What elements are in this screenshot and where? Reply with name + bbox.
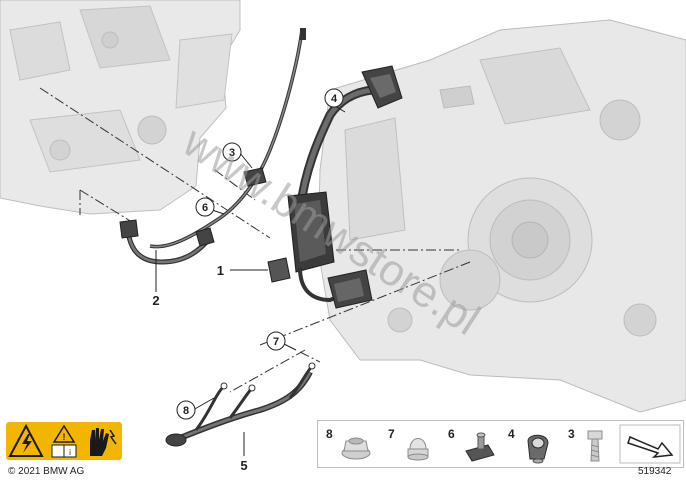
legend-item-4-number: 4 (508, 427, 515, 441)
cable-5-lower-harness (165, 362, 316, 447)
legend-item-7-number: 7 (388, 427, 395, 441)
legend-part-6-cable-clip (465, 432, 495, 462)
svg-text:i: i (69, 448, 71, 457)
callout-1-label: 1 (217, 263, 224, 278)
legend-item-3-number: 3 (568, 427, 575, 441)
cable-2-ground-lead (119, 219, 215, 265)
legend-part-drawings (341, 424, 681, 464)
read-manual-warning-icon: ! i (51, 424, 77, 458)
high-voltage-warning-icon (8, 423, 44, 457)
legend-part-3-bolt (587, 430, 603, 462)
callout-3-circle (222, 142, 242, 162)
callout-circles: 3 4 6 7 8 1 2 5 (152, 88, 344, 473)
callout-7-circle (266, 331, 286, 351)
callout-3-label: 3 (229, 147, 235, 159)
cable-4-main-harness (267, 65, 403, 309)
copyright-notice: © 2021 BMW AG (8, 466, 85, 477)
diagram-number: 519342 (638, 466, 672, 477)
svg-text:!: ! (63, 432, 66, 442)
callout-leaders (155, 105, 346, 456)
callout-7-label: 7 (273, 336, 279, 348)
arrow-icon (619, 424, 681, 464)
callout-4-label: 4 (331, 93, 338, 105)
warning-icons: ! i (8, 423, 117, 458)
callout-8-label: 8 (183, 405, 189, 417)
callout-4-circle (324, 88, 344, 108)
legend-part-7-cap-nut (407, 438, 429, 461)
legend-part-8-flange-nut (341, 437, 371, 460)
electric-motor-housing (317, 19, 686, 413)
callout-8-circle (176, 400, 196, 420)
callout-6-circle (195, 197, 215, 217)
small-parts-legend: 8 7 6 4 3 (317, 420, 684, 468)
legend-part-4-cable-holder (527, 434, 549, 464)
legend-item-6-number: 6 (448, 427, 455, 441)
callout-2-label: 2 (152, 293, 159, 308)
callout-5-label: 5 (240, 458, 247, 473)
legend-item-8-number: 8 (326, 427, 333, 441)
cable-3-thin-line (149, 28, 306, 249)
safety-warning-panel: ! i (6, 422, 122, 460)
assembly-lines (39, 87, 471, 393)
protective-gloves-icon (90, 428, 117, 456)
callout-6-label: 6 (202, 202, 208, 214)
left-engine-block (0, 0, 241, 215)
